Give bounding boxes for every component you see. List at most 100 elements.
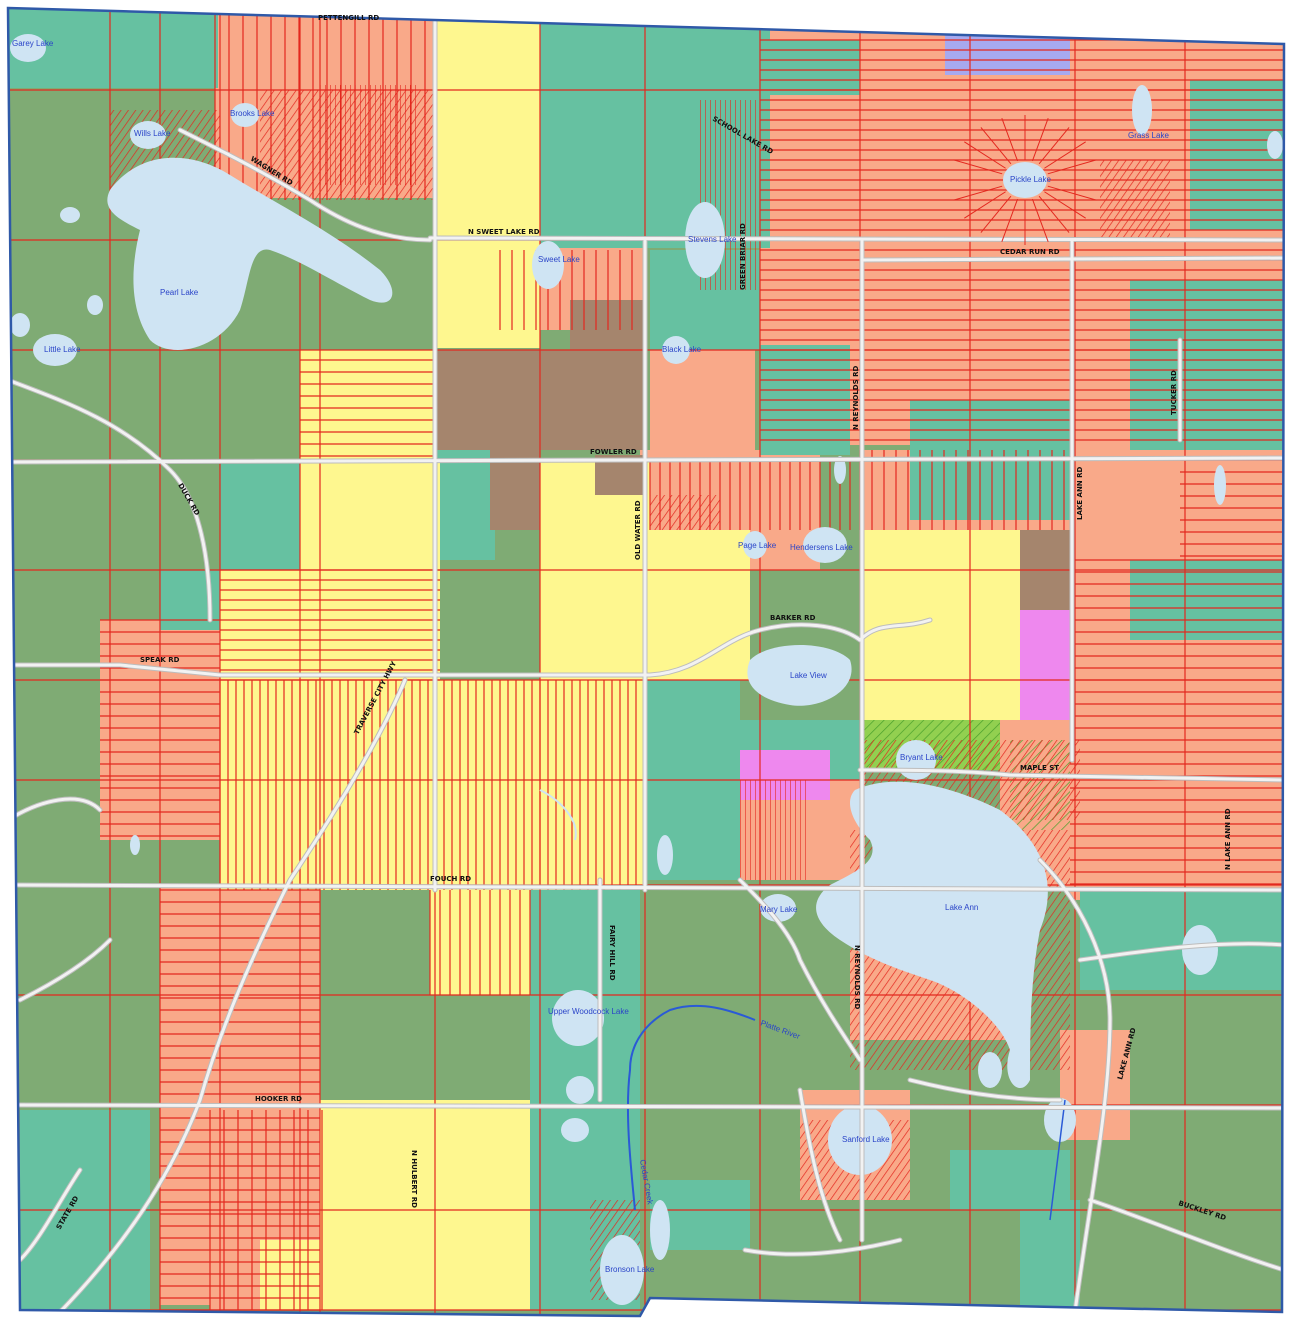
road-east xyxy=(1078,942,1284,962)
label-maple-st: MAPLE ST xyxy=(1020,764,1059,772)
label-stevens-lake: Stevens Lake xyxy=(688,235,737,244)
lake-sweet xyxy=(532,241,564,289)
lake-pond-4 xyxy=(834,456,846,484)
radial-parcel-line xyxy=(1047,185,1097,201)
lake-south-1 xyxy=(566,1076,594,1104)
road-mary xyxy=(738,878,862,1062)
lake-west-small xyxy=(130,835,140,855)
label-fowler-rd: FOWLER RD xyxy=(590,448,637,456)
label-barker-rd: BARKER RD xyxy=(770,614,816,622)
road-hooker xyxy=(8,1103,1284,1110)
label-hendersens-lake: Hendersens Lake xyxy=(790,543,853,552)
magenta-zone xyxy=(1020,610,1075,720)
road-sw xyxy=(18,938,112,1002)
lake-grass xyxy=(1132,85,1152,135)
road-south-center xyxy=(743,1238,902,1256)
lake-upper-woodcock xyxy=(552,990,604,1046)
lake-labels: Garey Lake Wills Lake Brooks Lake Pearl … xyxy=(12,39,1169,1274)
road-baker xyxy=(858,618,932,642)
road-cedar-run xyxy=(860,256,1284,262)
label-garey-lake: Garey Lake xyxy=(12,39,54,48)
label-pickle-lake: Pickle Lake xyxy=(1010,175,1051,184)
label-pearl-lake: Pearl Lake xyxy=(160,288,199,297)
label-sanford-lake: Sanford Lake xyxy=(842,1135,890,1144)
road-se xyxy=(908,1078,1062,1102)
label-pettengill-rd: PETTENGILL RD xyxy=(318,14,379,22)
lake-little xyxy=(33,334,77,366)
label-lake-ann: Lake Ann xyxy=(945,903,978,912)
road-sanford xyxy=(798,1088,842,1242)
label-hooker-rd: HOOKER RD xyxy=(255,1095,302,1103)
lake-east-1 xyxy=(1182,925,1218,975)
lake-pearl xyxy=(107,157,393,350)
radial-parcel-line xyxy=(1047,159,1097,175)
label-mary-lake: Mary Lake xyxy=(760,905,798,914)
label-cedar-run-rd: CEDAR RUN RD xyxy=(1000,248,1060,256)
lake-bronson xyxy=(600,1235,644,1305)
lake-pond-6 xyxy=(87,295,103,315)
label-sweet-lake: Sweet Lake xyxy=(538,255,580,264)
road-traverse-city-hwy xyxy=(58,678,407,1314)
label-upper-woodcock-lake: Upper Woodcock Lake xyxy=(548,1007,629,1016)
lake-page xyxy=(743,531,767,559)
road-maple xyxy=(858,768,1284,782)
lake-pond-1 xyxy=(657,835,673,875)
lake-lake-ann xyxy=(816,781,1048,1089)
road-nw-curve xyxy=(8,378,212,622)
lake-lake-view xyxy=(747,645,852,706)
label-little-lake: Little Lake xyxy=(44,345,81,354)
lake-pond-7 xyxy=(1267,131,1283,159)
radial-parcel-line xyxy=(1001,198,1019,242)
lake-pond-5 xyxy=(60,207,80,223)
purple-zone xyxy=(945,20,1070,75)
radial-parcel-line xyxy=(1038,195,1070,233)
label-n-hulbert-rd: N HULBERT RD xyxy=(410,1150,418,1208)
streams xyxy=(539,789,1066,1221)
lake-pond-2 xyxy=(650,1200,670,1260)
label-lake-view: Lake View xyxy=(790,671,827,680)
radial-parcel-line xyxy=(1038,127,1070,165)
radial-parcel-line xyxy=(1031,118,1049,162)
label-old-water-rd: OLD WATER RD xyxy=(634,500,642,560)
lake-black xyxy=(662,336,690,364)
label-brooks-lake: Brooks Lake xyxy=(230,109,275,118)
radial-parcel-line xyxy=(1044,191,1086,219)
label-bronson-lake: Bronson Lake xyxy=(605,1265,655,1274)
radial-parcel-line xyxy=(953,159,1003,175)
label-lake-ann-rd-north: LAKE ANN RD xyxy=(1076,467,1084,520)
radial-parcel-line xyxy=(964,191,1006,219)
lake-small-nw xyxy=(10,313,30,337)
radial-parcel-line xyxy=(964,141,1006,169)
lake-mary xyxy=(760,894,796,922)
lake-garey xyxy=(10,34,46,62)
lake-pickle xyxy=(1003,162,1047,198)
road-wagner xyxy=(178,128,432,242)
label-n-reynolds-rd: N REYNOLDS RD xyxy=(852,366,860,430)
radial-parcel-line xyxy=(980,195,1012,233)
lake-wills xyxy=(130,121,166,149)
lake-hendersens xyxy=(803,527,847,563)
radial-parcel-line xyxy=(980,127,1012,165)
road-west xyxy=(8,797,102,822)
label-page-lake: Page Lake xyxy=(738,541,777,550)
lake-south-2 xyxy=(561,1118,589,1142)
label-n-reynolds-rd-south: N REYNOLDS RD xyxy=(853,945,861,1009)
label-bryant-lake: Bryant Lake xyxy=(900,753,943,762)
stream-cedar xyxy=(1049,1099,1066,1221)
stream-platte xyxy=(626,1004,756,1211)
lake-pond-3 xyxy=(1214,465,1226,505)
radial-parcel-line xyxy=(1001,118,1019,162)
radial-parcel-line xyxy=(1031,198,1049,242)
roads xyxy=(8,8,1284,1314)
label-n-lake-ann-rd: N LAKE ANN RD xyxy=(1224,808,1232,870)
label-tucker-rd: TUCKER RD xyxy=(1170,370,1178,415)
label-fouch-rd: FOUCH RD xyxy=(430,875,471,883)
road-buckley xyxy=(1088,1198,1284,1272)
label-wills-lake: Wills Lake xyxy=(134,129,171,138)
lake-east-3 xyxy=(978,1052,1002,1088)
township-boundary xyxy=(6,6,1286,1318)
label-grass-lake: Grass Lake xyxy=(1128,131,1169,140)
road-lake-ann-south xyxy=(1038,858,1112,1314)
